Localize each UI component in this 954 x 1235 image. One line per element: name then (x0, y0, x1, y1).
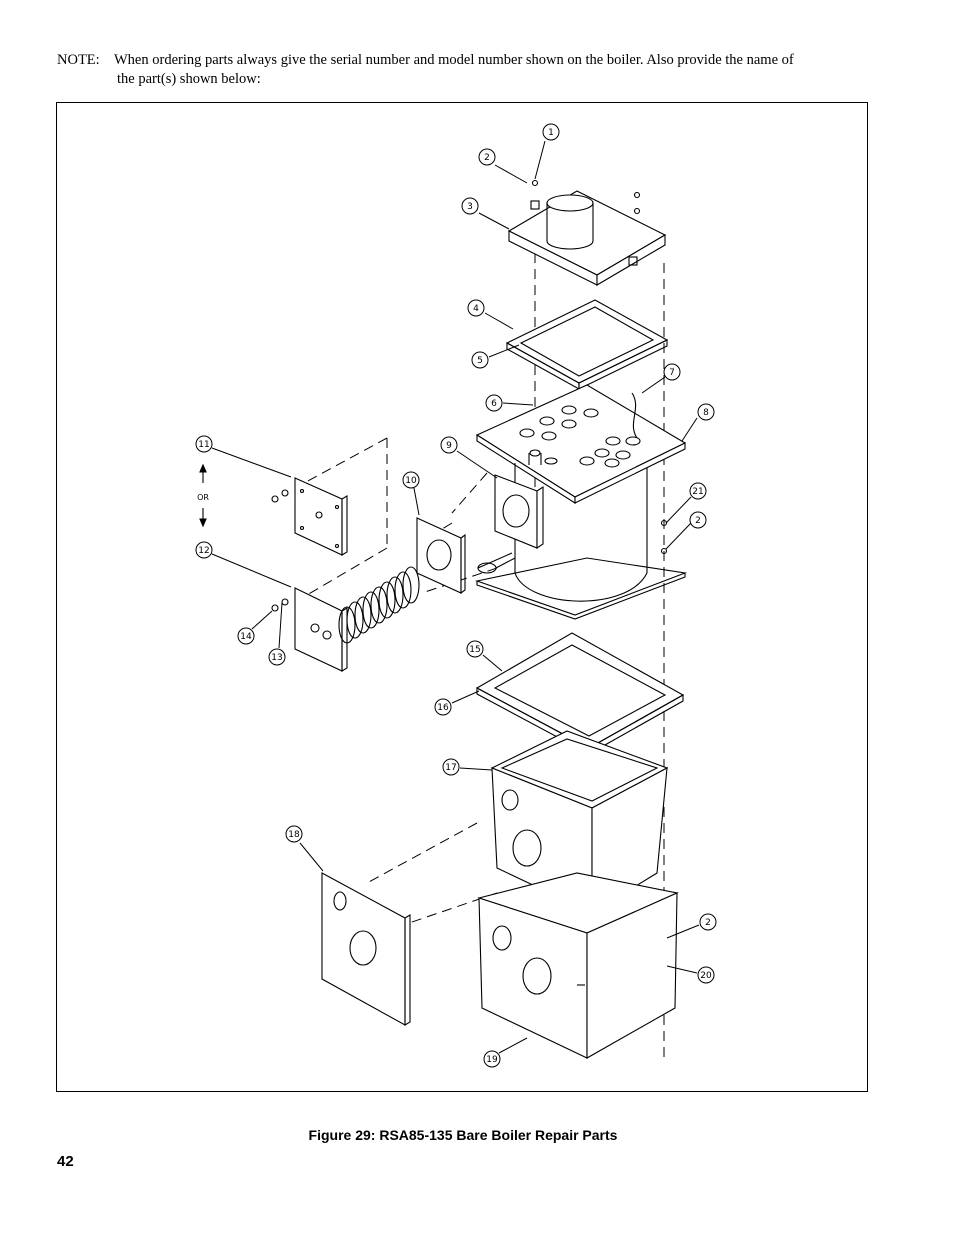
svg-text:14: 14 (240, 632, 252, 642)
svg-text:2: 2 (695, 516, 701, 526)
exploded-parts-diagram: 1 2 3 4 5 6 7 8 9 10 11 12 13 14 15 16 1… (195, 123, 717, 1068)
svg-text:17: 17 (445, 763, 456, 773)
note-lead: NOTE: (57, 52, 100, 68)
svg-text:5: 5 (477, 356, 483, 366)
burner-top-plate (475, 384, 687, 504)
or-label: OR (197, 493, 209, 502)
svg-text:19: 19 (486, 1055, 498, 1065)
burner-port-caps (519, 405, 641, 468)
side-flange-plate (494, 474, 544, 550)
heating-coil-assembly (294, 566, 420, 672)
boiler-base (477, 872, 679, 1059)
callout-2c: 2 (666, 913, 717, 939)
callout-4: 4 (467, 299, 514, 330)
or-indicator: OR (197, 463, 209, 528)
callout-13: 13 (268, 602, 286, 666)
page-number: 42 (57, 1153, 74, 1170)
svg-text:16: 16 (437, 703, 449, 713)
svg-text:3: 3 (467, 202, 473, 212)
svg-text:9: 9 (446, 441, 452, 451)
callout-9: 9 (440, 436, 498, 479)
finned-coil (338, 566, 420, 644)
callout-2b: 2 (665, 511, 707, 550)
callout-14: 14 (237, 610, 273, 645)
callout-20: 20 (666, 965, 715, 984)
flue-collector-cover (507, 190, 667, 286)
callout-17: 17 (442, 758, 493, 776)
svg-text:18: 18 (288, 830, 300, 840)
top-gasket-frame (505, 299, 669, 390)
svg-text:6: 6 (491, 399, 497, 409)
figure-frame: 1 2 3 4 5 6 7 8 9 10 11 12 13 14 15 16 1… (56, 102, 868, 1092)
callout-5: 5 (471, 344, 520, 369)
flange-gasket (416, 517, 466, 595)
note-line-1: When ordering parts always give the seri… (114, 52, 794, 68)
svg-text:13: 13 (271, 653, 282, 663)
callout-2a: 2 (478, 148, 528, 184)
callout-8: 8 (681, 403, 715, 442)
svg-text:4: 4 (473, 304, 479, 314)
svg-text:7: 7 (669, 368, 675, 378)
svg-text:20: 20 (700, 971, 712, 981)
callout-18: 18 (285, 825, 324, 872)
callout-15: 15 (466, 640, 503, 672)
svg-text:2: 2 (705, 918, 711, 928)
svg-text:1: 1 (548, 128, 554, 138)
callout-10: 10 (402, 471, 420, 516)
callout-19: 19 (483, 1037, 528, 1068)
blank-cover-plate (294, 477, 348, 556)
svg-text:15: 15 (469, 645, 480, 655)
callout-21: 21 (665, 482, 707, 524)
callout-6: 6 (485, 394, 534, 412)
callout-16: 16 (434, 690, 480, 716)
callout-11: 11 (195, 435, 292, 478)
svg-text:12: 12 (198, 546, 209, 556)
callout-3: 3 (461, 197, 510, 230)
svg-text:11: 11 (198, 440, 209, 450)
front-access-panel (321, 872, 411, 1026)
ordering-note: NOTE: When ordering parts always give the… (57, 51, 877, 89)
figure-caption: Figure 29: RSA85-135 Bare Boiler Repair … (308, 1127, 618, 1143)
callout-12: 12 (195, 541, 292, 588)
svg-text:2: 2 (484, 153, 490, 163)
svg-text:10: 10 (405, 476, 417, 486)
note-line-2: the part(s) shown below: (117, 71, 261, 87)
svg-text:8: 8 (703, 408, 709, 418)
svg-text:21: 21 (692, 487, 703, 497)
callout-1: 1 (534, 123, 560, 180)
callout-7: 7 (641, 363, 681, 394)
